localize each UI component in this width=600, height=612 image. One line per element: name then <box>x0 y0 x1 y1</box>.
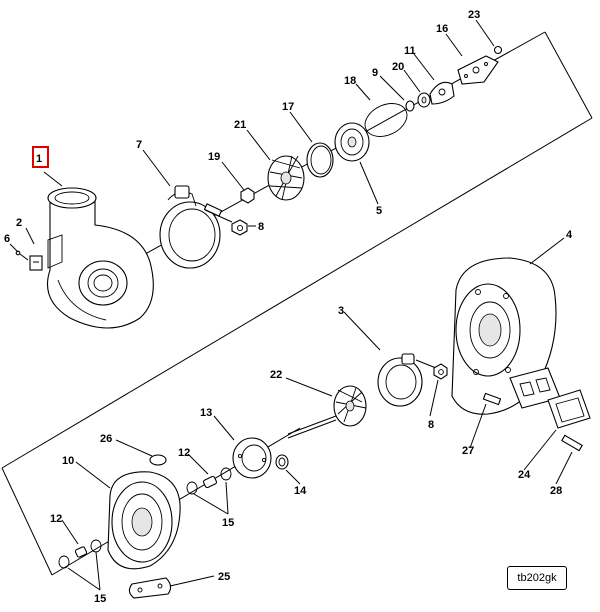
callout-26: 26 <box>100 433 112 445</box>
nut-lower <box>433 363 448 380</box>
callout-2: 2 <box>16 217 22 229</box>
callout-1: 1 <box>36 153 42 165</box>
callout-19: 19 <box>208 151 220 163</box>
callout-27: 27 <box>462 445 474 457</box>
callout-12-upper: 12 <box>178 447 190 459</box>
callout-14: 14 <box>294 485 307 497</box>
callout-11: 11 <box>404 45 416 57</box>
leader-lines <box>9 19 573 591</box>
impeller-nut <box>240 187 255 204</box>
callout-4: 4 <box>566 229 573 241</box>
piston-ring <box>275 454 289 470</box>
v-band-clamp-upper <box>159 185 221 269</box>
callout-25: 25 <box>218 571 230 583</box>
callout-18: 18 <box>344 75 356 87</box>
journal-bearing-lower <box>58 539 102 569</box>
callout-8-lower: 8 <box>428 419 434 431</box>
compressor-housing <box>46 187 154 329</box>
studs <box>482 392 583 452</box>
callout-3: 3 <box>338 305 344 317</box>
nut-upper <box>203 203 248 236</box>
callout-20: 20 <box>392 61 404 73</box>
journal-bearing-upper <box>186 467 232 495</box>
heat-shield <box>232 437 272 479</box>
retaining-ring <box>306 142 334 178</box>
callout-15-upper: 15 <box>222 517 234 529</box>
thrust-plate <box>457 55 499 85</box>
callout-labels: 1 2 3 4 5 6 7 8 8 9 10 11 12 12 13 14 15… <box>4 9 573 605</box>
callout-1-highlight <box>32 146 49 168</box>
callout-6: 6 <box>4 233 10 245</box>
v-band-clamp-lower <box>377 353 437 407</box>
compressor-wheel <box>267 155 305 201</box>
drawing-code-label: tb202gk <box>507 566 567 590</box>
callout-12-lower: 12 <box>50 513 62 525</box>
callout-24: 24 <box>518 469 531 481</box>
callout-16: 16 <box>436 23 448 35</box>
plug-and-washer <box>15 250 43 271</box>
exhaust-gasket <box>547 389 591 429</box>
thrust-bearing <box>429 81 455 105</box>
callout-10: 10 <box>62 455 74 467</box>
seal-plate <box>334 122 370 162</box>
callout-13: 13 <box>200 407 212 419</box>
callout-7: 7 <box>136 139 142 151</box>
callout-8-upper: 8 <box>258 221 264 233</box>
callout-17: 17 <box>282 101 294 113</box>
small-o-ring <box>149 454 167 466</box>
callout-15-lower: 15 <box>94 593 106 605</box>
screw-small <box>493 45 503 55</box>
callout-5: 5 <box>376 205 382 217</box>
bearing-housing <box>107 471 181 570</box>
turbine-wheel-shaft <box>287 385 367 439</box>
callout-22: 22 <box>270 369 282 381</box>
callout-23: 23 <box>468 9 480 21</box>
o-ring <box>364 103 408 137</box>
callout-28: 28 <box>550 485 562 497</box>
oil-drain-gasket <box>128 577 172 599</box>
callout-9: 9 <box>372 67 378 79</box>
callout-21: 21 <box>234 119 246 131</box>
turbine-housing <box>451 257 561 415</box>
thrust-collar <box>405 92 431 112</box>
